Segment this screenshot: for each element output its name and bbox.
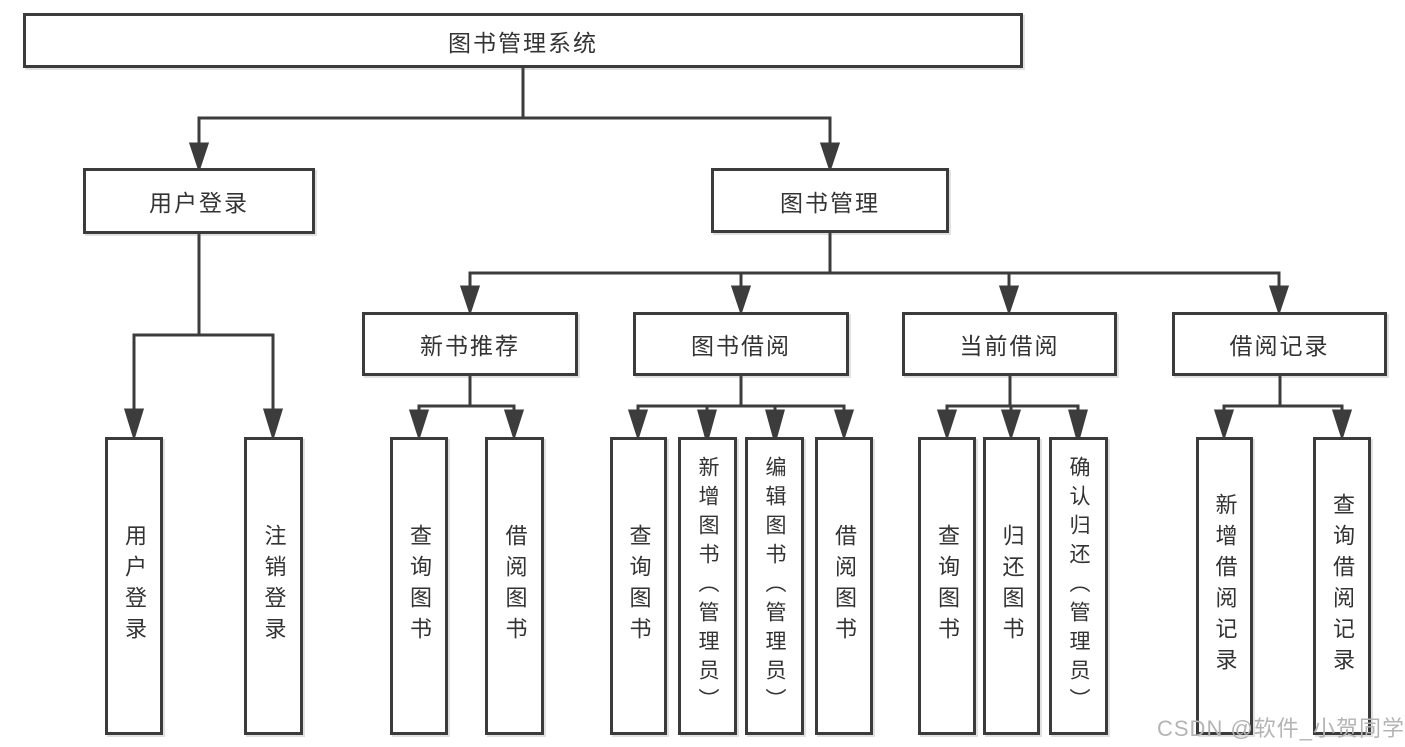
leaf-query-books: 查询图书 (390, 437, 448, 735)
leaf-borrow-books: 借阅图书 (485, 437, 544, 735)
arrowhead-icon (697, 409, 717, 446)
leaf-user-login: 用户登录 (105, 437, 163, 735)
leaf-query-books: 查询图书 (918, 437, 976, 735)
arrowhead-icon (459, 285, 481, 316)
leaf-borrow-books: 借阅图书 (815, 437, 873, 735)
node-current-borrowing: 当前借阅 (902, 312, 1117, 376)
arrowhead-icon (936, 409, 958, 441)
node-new-book-recommend: 新书推荐 (362, 312, 578, 376)
arrowhead-icon (1068, 409, 1088, 446)
leaf-confirm-return-admin: 确认归还（管理员） (1049, 437, 1108, 735)
watermark: CSDN @软件_小贺同学 (1157, 716, 1405, 741)
arrowhead-icon (819, 142, 841, 173)
arrowhead-icon (1213, 409, 1235, 441)
arrowhead-icon (765, 409, 785, 446)
node-book-management: 图书管理 (711, 168, 949, 233)
arrowhead-icon (833, 409, 855, 441)
leaf-logout: 注销登录 (244, 437, 303, 735)
node-root: 图书管理系统 (23, 13, 1023, 68)
arrowhead-icon (262, 408, 284, 442)
arrowhead-icon (123, 408, 145, 442)
node-user-login: 用户登录 (83, 168, 315, 234)
arrowhead-icon (1331, 409, 1353, 441)
arrowhead-icon (1000, 409, 1022, 441)
arrowhead-icon (1268, 285, 1290, 316)
node-book-borrowing: 图书借阅 (633, 312, 849, 376)
arrowhead-icon (730, 285, 752, 316)
arrowhead-icon (998, 285, 1020, 316)
leaf-query-books: 查询图书 (610, 437, 667, 735)
leaf-add-books-admin: 新增图书（管理员） (678, 437, 737, 735)
leaf-query-borrow-record: 查询借阅记录 (1313, 437, 1371, 735)
arrowhead-icon (503, 409, 525, 441)
arrowhead-icon (627, 409, 649, 441)
arrowhead-icon (188, 142, 210, 173)
leaf-add-borrow-record: 新增借阅记录 (1196, 437, 1253, 735)
arrowhead-icon (408, 409, 430, 441)
node-borrowing-records: 借阅记录 (1172, 312, 1387, 376)
leaf-edit-books-admin: 编辑图书（管理员） (745, 437, 804, 735)
leaf-return-books: 归还图书 (983, 437, 1040, 735)
